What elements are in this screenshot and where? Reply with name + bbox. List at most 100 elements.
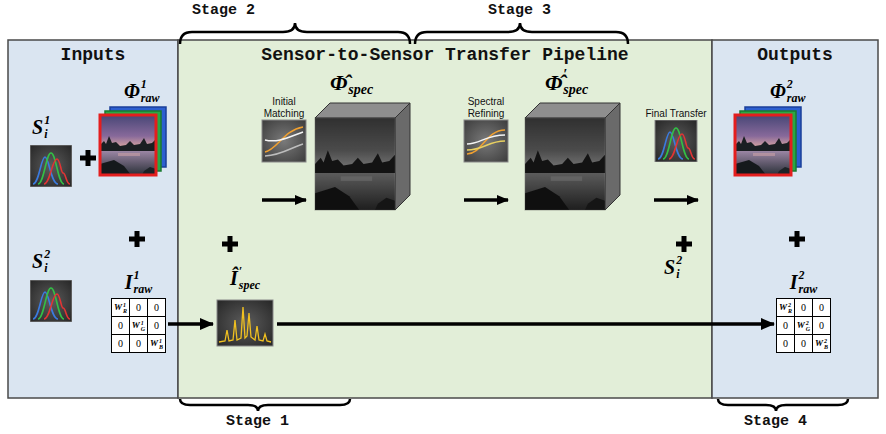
matrix-cell: 0 xyxy=(112,335,130,353)
matrix-cell: 0 xyxy=(813,317,831,335)
sensitivity-plot xyxy=(30,145,72,187)
math-scripts: 1 raw xyxy=(134,269,153,295)
math-label: Φ1 raw xyxy=(124,78,159,104)
math-base: I xyxy=(790,271,798,294)
spectral-cube xyxy=(525,103,620,210)
step-heading: Spectral Refining xyxy=(454,96,518,120)
math-subscript: i xyxy=(44,128,50,140)
raw-image-stack xyxy=(100,107,166,175)
matrix-cell: W2B xyxy=(813,335,831,353)
math-scripts: spec xyxy=(348,68,373,97)
flow-arrow xyxy=(464,198,508,202)
matrix-cell: 0 xyxy=(130,335,148,353)
matrix-cell: W2R xyxy=(777,299,795,317)
math-superscript: 2 xyxy=(676,254,682,266)
label-slot: I2raw xyxy=(790,266,817,298)
stage-label: Stage 2 xyxy=(192,3,255,19)
flow-arrows xyxy=(262,198,698,202)
matrix-cell: 0 xyxy=(795,335,813,353)
math-label: S1i xyxy=(32,114,50,140)
plus-sign xyxy=(676,236,692,252)
band-heading: Inputs xyxy=(8,40,178,65)
pipeline-band: Sensor-to-Sensor Transfer PipelineInitia… xyxy=(178,40,712,398)
math-subscript: B xyxy=(159,344,163,350)
math-label: I2raw xyxy=(790,269,817,295)
math-subscript: B xyxy=(824,344,828,350)
math-label: S2i xyxy=(32,248,50,274)
math-scripts: 1B xyxy=(159,338,163,350)
math-superscript: ′ xyxy=(239,265,260,277)
plus-signs xyxy=(80,150,805,252)
math-label: Î′spec xyxy=(230,265,260,291)
matrix-zero: 0 xyxy=(154,321,159,331)
math-subscript: spec xyxy=(563,83,588,97)
matrix-zero: 0 xyxy=(154,303,159,313)
process-step: Spectral Refining xyxy=(454,84,518,162)
math-label: W1G xyxy=(132,320,145,332)
math-base: S xyxy=(32,250,43,273)
math-superscript: 2 xyxy=(788,302,792,308)
stage-label: Stage 3 xyxy=(488,3,551,19)
matrix-zero: 0 xyxy=(819,321,824,331)
math-base: W xyxy=(132,320,140,330)
matching-plot xyxy=(262,120,306,162)
sensitivity-plot xyxy=(30,280,72,322)
band-heading: Sensor-to-Sensor Transfer Pipeline xyxy=(178,40,712,65)
process-step: Initial Matching xyxy=(252,84,316,162)
math-scripts: 1i xyxy=(44,114,50,140)
matrix-grid: W2R000W2G000W2B xyxy=(776,298,831,353)
matrix-zero: 0 xyxy=(118,339,123,349)
math-base: W xyxy=(797,320,805,330)
math-label: S2i xyxy=(664,254,682,280)
matrix-cell: 0 xyxy=(130,299,148,317)
math-subscript: spec xyxy=(348,83,373,97)
math-superscript: 1 xyxy=(141,78,160,90)
flow-arrow xyxy=(654,198,698,202)
math-base: W xyxy=(114,302,122,312)
math-base: W xyxy=(815,338,823,348)
outputs-panel xyxy=(712,40,878,398)
plus-sign xyxy=(80,150,96,166)
matrix-cell: W1B xyxy=(148,335,166,353)
brace xyxy=(180,23,410,44)
math-base: W xyxy=(150,338,158,348)
plus-sign xyxy=(222,236,238,252)
matrix-zero: 0 xyxy=(136,303,141,313)
white-balance-matrix: I2rawW2R000W2G000W2B xyxy=(776,266,831,353)
math-superscript: 2 xyxy=(824,338,828,344)
math-subscript: raw xyxy=(799,283,818,295)
math-superscript: 1 xyxy=(141,320,145,326)
stage-label: Stage 4 xyxy=(744,414,807,430)
math-label: W1R xyxy=(114,302,127,314)
math-subscript: G xyxy=(141,326,145,332)
flow-connector xyxy=(277,322,774,326)
math-spacer xyxy=(348,68,373,82)
math-subscript: i xyxy=(44,262,50,274)
math-base: Φ xyxy=(124,80,140,103)
math-scripts: 1 raw xyxy=(141,78,160,104)
spectrum-plot xyxy=(217,300,273,346)
math-superscript: 2 xyxy=(787,78,806,90)
raw-image-stack xyxy=(735,107,801,175)
process-step: Final Transfer xyxy=(644,84,708,162)
math-superscript: 1 xyxy=(134,269,153,281)
plot-area xyxy=(454,120,518,162)
math-scripts: ′spec xyxy=(563,68,588,97)
matrix-zero: 0 xyxy=(783,339,788,349)
math-base: Î xyxy=(230,267,238,290)
math-subscript: raw xyxy=(134,283,153,295)
math-label: I1raw xyxy=(125,269,152,295)
plot-area xyxy=(644,120,708,162)
heading-slot: Spectral Refining xyxy=(454,84,518,120)
math-superscript: 1 xyxy=(159,338,163,344)
math-label: W1B xyxy=(150,338,163,350)
math-base: S xyxy=(32,116,43,139)
panels xyxy=(8,40,878,398)
plot-area xyxy=(215,298,275,346)
math-subscript: R xyxy=(123,308,127,314)
matrix-zero: 0 xyxy=(801,339,806,349)
math-subscript: raw xyxy=(141,92,160,104)
math-scripts: 1G xyxy=(141,320,145,332)
matrix-grid: W1R000W1G000W1B xyxy=(111,298,166,353)
matrix-cell: W1R xyxy=(112,299,130,317)
